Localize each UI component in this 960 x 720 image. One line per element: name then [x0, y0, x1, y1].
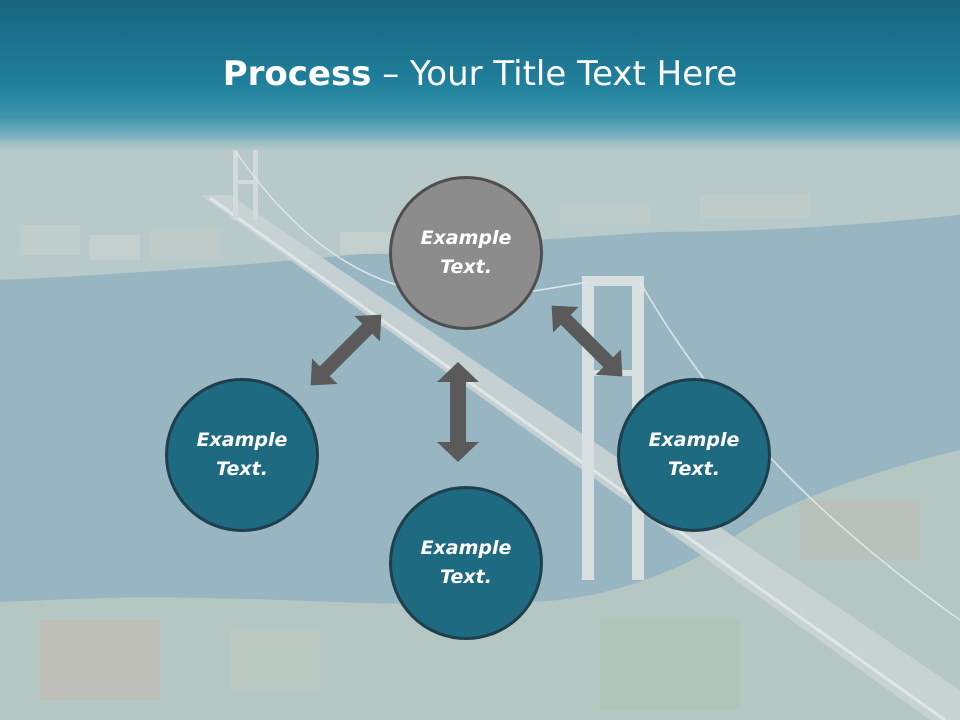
node-top-line2: Text.	[440, 256, 492, 278]
title-bold: Process	[222, 54, 372, 94]
node-right-line2: Text.	[668, 458, 720, 480]
process-node-top[interactable]: Example Text.	[389, 176, 543, 330]
title-bar	[0, 0, 960, 150]
node-top-line1: Example	[420, 227, 512, 249]
node-bottom-line1: Example	[420, 537, 512, 559]
node-right-line1: Example	[648, 429, 740, 451]
process-node-right[interactable]: Example Text.	[617, 378, 771, 532]
title-rest: – Your Title Text Here	[371, 54, 738, 94]
node-left-line2: Text.	[216, 458, 268, 480]
slide-title: Process – Your Title Text Here	[0, 52, 960, 96]
process-node-left[interactable]: Example Text.	[165, 378, 319, 532]
node-left-line1: Example	[196, 429, 288, 451]
process-node-bottom[interactable]: Example Text.	[389, 486, 543, 640]
node-bottom-line2: Text.	[440, 566, 492, 588]
